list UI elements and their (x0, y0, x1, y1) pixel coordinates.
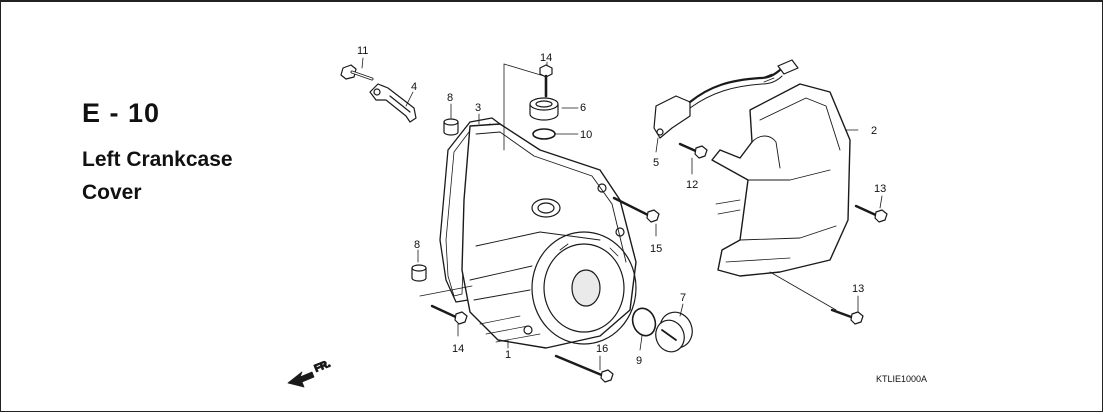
callout-13-upper: 13 (874, 183, 886, 195)
title-block: E - 10 Left Crankcase Cover (82, 98, 233, 209)
callout-14-lower: 14 (452, 343, 464, 355)
callout-13-lower: 13 (852, 283, 864, 295)
callout-8-lower: 8 (414, 239, 420, 251)
part-13-bolt-upper (854, 204, 888, 223)
callout-9: 9 (636, 355, 642, 367)
callout-11: 11 (357, 45, 368, 57)
front-direction-label: FR. (313, 358, 332, 374)
callout-10: 10 (580, 129, 592, 141)
reference-code: KTLIE1000A (876, 374, 927, 384)
part-9-o-ring (631, 307, 657, 337)
part-8-dowel-pin-lower (411, 264, 427, 282)
callout-16: 16 (596, 343, 608, 355)
part-5-sensor-harness (653, 59, 799, 139)
part-12-bolt (678, 142, 708, 159)
part-6-filler-cap (529, 97, 559, 121)
part-4-bracket (369, 83, 417, 123)
part-8-dowel-pin-upper (443, 118, 459, 136)
part-16-bolt (554, 354, 614, 383)
section-title-line-1: Left Crankcase (82, 148, 233, 171)
part-15-bolt (612, 196, 660, 223)
callout-8-upper: 8 (447, 92, 453, 104)
part-14-bolt-lower (430, 304, 468, 325)
callout-14-upper: 14 (540, 52, 552, 64)
section-code: E - 10 (82, 98, 161, 128)
callout-2: 2 (871, 125, 877, 137)
section-title-line-2: Cover (82, 181, 142, 204)
part-11-bolt (340, 64, 374, 81)
callout-4: 4 (411, 81, 417, 93)
callout-3: 3 (475, 102, 481, 114)
callout-6: 6 (580, 102, 586, 114)
callout-7: 7 (680, 292, 686, 304)
callout-numbers: 11 4 8 3 14 6 10 8 14 1 16 9 7 15 5 12 2… (357, 45, 886, 367)
part-7-plug (655, 311, 693, 353)
leader-lines (361, 57, 883, 371)
front-direction-arrow (287, 371, 315, 388)
part-1-left-crankcase-cover (461, 123, 637, 349)
part-2-shroud (711, 83, 851, 277)
part-10-o-ring (532, 128, 556, 140)
callout-1: 1 (505, 349, 511, 361)
callout-12: 12 (686, 179, 698, 191)
part-14-bolt-upper (539, 64, 553, 98)
callout-15: 15 (650, 243, 662, 255)
callout-5: 5 (653, 157, 659, 169)
